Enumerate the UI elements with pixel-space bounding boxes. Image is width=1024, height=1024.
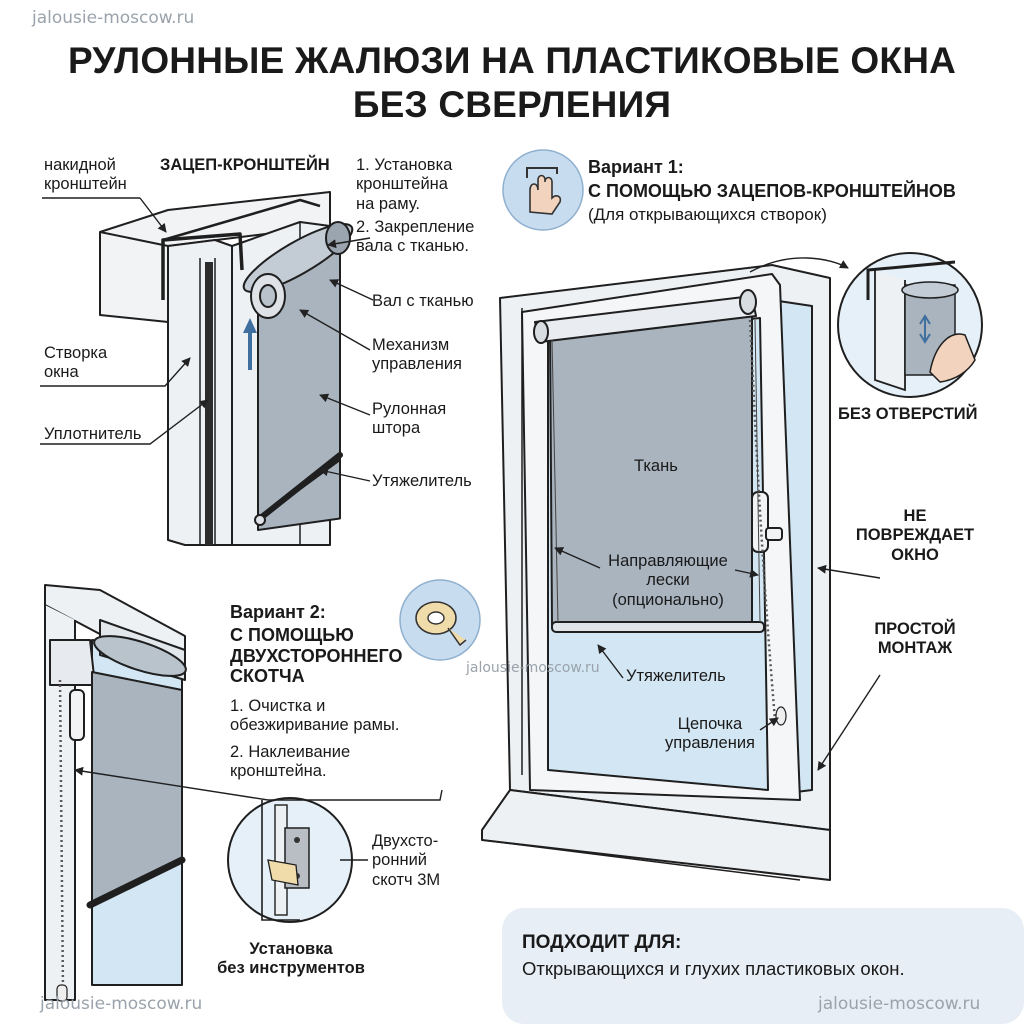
roller-blind-label: Рулонная штора [372, 400, 447, 438]
suitable-box-bg [502, 908, 1024, 1024]
control-chain-label: Цепочка управления [665, 715, 755, 753]
weight-bar-label-top: Утяжелитель [372, 472, 472, 490]
fabric-label: Ткань [634, 457, 678, 475]
no-tools-label: Установка без инструментов [217, 940, 365, 978]
page-title-line1: РУЛОННЫЕ ЖАЛЮЗИ НА ПЛАСТИКОВЫЕ ОКНА [67, 40, 957, 81]
watermark-bottom-left: jalousie-moscow.ru [40, 994, 203, 1014]
step1-label: 1. Установка кронштейна на раму. [356, 156, 453, 213]
watermark-bottom-right: jalousie-moscow.ru [818, 994, 981, 1014]
variant1-subtitle: С ПОМОЩЬЮ ЗАЦЕПОВ-КРОНШТЕЙНОВ [588, 181, 956, 201]
window-illustration [481, 264, 831, 881]
watermark-top-left: jalousie-moscow.ru [32, 8, 195, 28]
no-damage-label: НЕ ПОВРЕЖДАЕТ ОКНО [855, 507, 975, 564]
easy-install-label: ПРОСТОЙ МОНТАЖ [874, 620, 956, 658]
guide-lines-label: Направляющие лески (опционально) [608, 552, 728, 609]
variant2-title: Вариант 2: [230, 602, 326, 622]
hook-bracket-closeup [99, 191, 354, 546]
no-holes-detail [837, 252, 983, 398]
control-mechanism-label: Механизм управления [372, 336, 462, 374]
fabric-roller-label: Вал с тканью [372, 292, 474, 310]
variant1-note: (Для открывающихся створок) [588, 205, 827, 224]
step2-label: 2. Закрепление вала с тканью. [356, 218, 475, 256]
tape-window-illustration [44, 584, 187, 1001]
variant2-subtitle: С ПОМОЩЬЮ ДВУХСТОРОННЕГО СКОТЧА [230, 625, 403, 687]
page-title-line2: БЕЗ СВЕРЛЕНИЯ [352, 84, 672, 125]
no-holes-label: БЕЗ ОТВЕРСТИЙ [838, 405, 978, 423]
tape-detail [227, 797, 353, 923]
variant1-title: Вариант 1: [588, 157, 684, 177]
hand-hook-icon [502, 149, 584, 231]
overhead-bracket-label: накидной кронштейн [44, 156, 127, 194]
tape-label: Двухсто- ронний скотч 3М [372, 832, 441, 889]
window-sash-label: Створка окна [44, 344, 108, 382]
hook-bracket-heading: ЗАЦЕП-КРОНШТЕЙН [160, 156, 330, 174]
weight-bar-label-window: Утяжелитель [626, 667, 726, 685]
tape-roll-icon [399, 579, 481, 661]
seal-label: Уплотнитель [44, 425, 142, 443]
suitable-heading: ПОДХОДИТ ДЛЯ: [522, 932, 682, 953]
suitable-text: Открывающихся и глухих пластиковых окон. [522, 958, 905, 979]
variant2-step1: 1. Очистка и обезжиривание рамы. [230, 697, 400, 735]
variant2-step2: 2. Наклеивание кронштейна. [230, 743, 351, 781]
watermark-middle: jalousie-moscow.ru [466, 660, 600, 676]
